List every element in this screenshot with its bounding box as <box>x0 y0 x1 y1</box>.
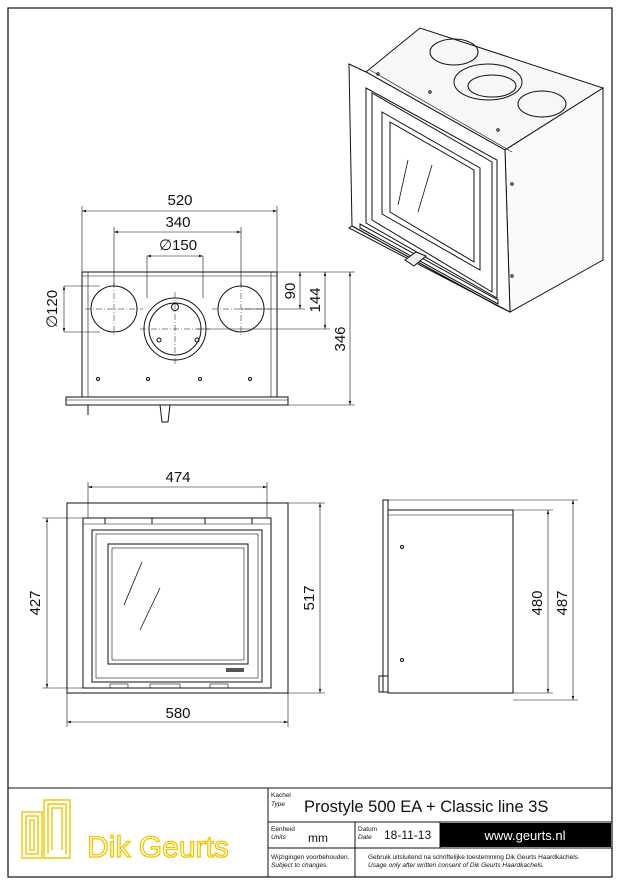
dim-top-height: 346 <box>332 326 349 351</box>
dim-top-dia-center: ∅150 <box>159 237 197 254</box>
dim-top-width-pipes: 340 <box>165 214 190 231</box>
date-label-en: Date <box>358 834 372 841</box>
units-label-nl: Eenheid <box>271 826 295 833</box>
side-view-dimensions <box>388 499 578 701</box>
top-view-dimensions <box>62 206 355 406</box>
dim-front-inner-width: 474 <box>165 469 190 486</box>
dim-front-outer-width: 580 <box>165 705 190 722</box>
consent-nl: Gebruik uitsluitend na schriftelijke toe… <box>368 854 580 861</box>
dik-geurts-logo <box>21 799 71 859</box>
website-link[interactable]: www.geurts.nl <box>484 828 566 843</box>
dim-side-outer-height: 487 <box>554 590 571 615</box>
side-view <box>378 499 514 694</box>
dim-top-dia-side: ∅120 <box>44 290 61 328</box>
date-value: 18-11-13 <box>384 828 431 842</box>
type-label-en: Type <box>271 801 285 808</box>
dim-front-inner-height: 427 <box>27 590 44 615</box>
units-label-en: Units <box>271 834 287 841</box>
dim-top-width-outer: 520 <box>167 192 192 209</box>
changes-en: Subject to changes. <box>271 862 328 869</box>
type-label-nl: Kachel <box>271 792 291 799</box>
dim-top-offset-144: 144 <box>307 287 324 312</box>
date-label-nl: Datum <box>358 826 377 833</box>
consent-en: Usage only after written consent of Dik … <box>368 862 544 869</box>
type-value: Prostyle 500 EA + Classic line 3S <box>304 798 548 816</box>
dim-side-inner-height: 480 <box>529 590 546 615</box>
sheet-border <box>7 7 613 878</box>
changes-nl: Wijzigingen voorbehouden. <box>271 854 350 861</box>
units-value: mm <box>308 831 328 845</box>
dim-front-outer-height: 517 <box>301 585 318 610</box>
top-view <box>65 271 289 423</box>
front-view <box>66 502 289 694</box>
isometric-view <box>348 27 605 313</box>
title-block <box>8 787 612 877</box>
logo-wordmark: Dik Geurts <box>87 831 229 864</box>
website-bar <box>440 823 611 847</box>
front-view-dimensions <box>42 482 325 727</box>
dim-top-offset-90: 90 <box>282 283 299 300</box>
